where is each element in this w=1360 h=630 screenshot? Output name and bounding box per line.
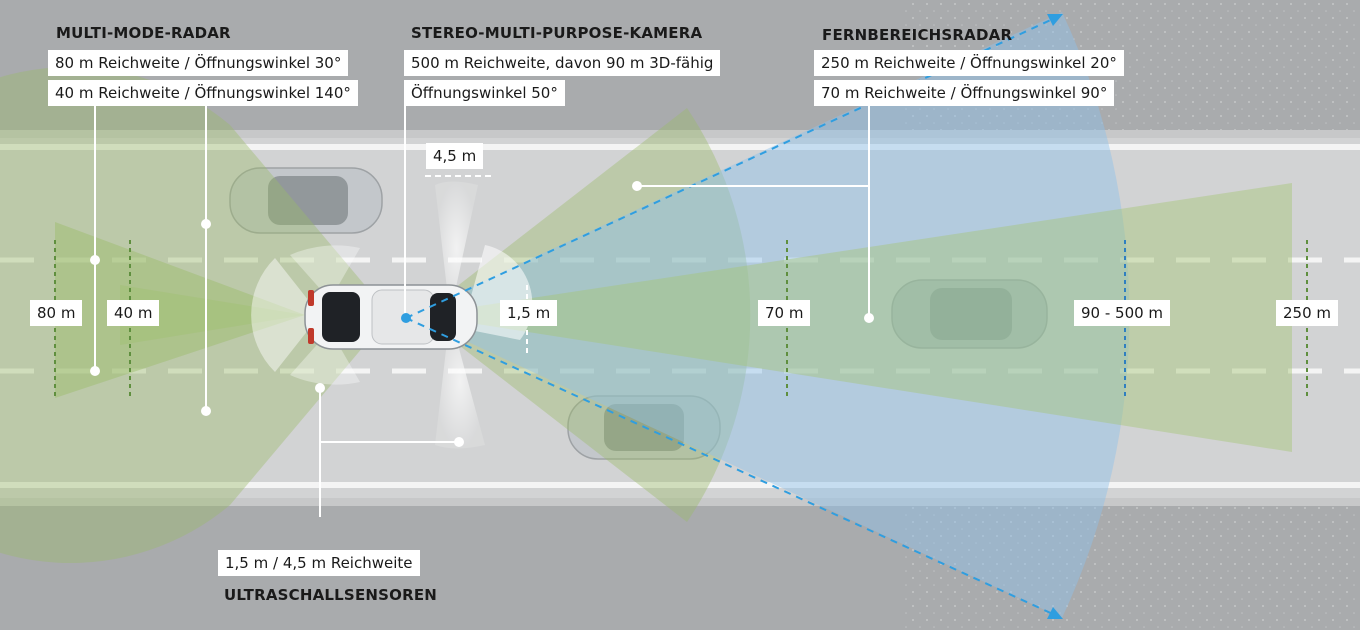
- leader-lines: [94, 103, 870, 517]
- multi-mode-radar-title: MULTI-MODE-RADAR: [56, 24, 231, 42]
- road-outer-bottom: [0, 498, 1360, 506]
- long-range-radar-line-1: 250 m Reichweite / Öffnungswinkel 20°: [814, 50, 1124, 76]
- front-radar-70m-sector: [420, 108, 751, 522]
- stereo-camera-line-2: Öffnungswinkel 50°: [404, 80, 565, 106]
- camera-arrowhead-lower: [1047, 607, 1063, 619]
- distance-label-1-5m: 1,5 m: [500, 300, 558, 326]
- stereo-camera-title: STEREO-MULTI-PURPOSE-KAMERA: [411, 24, 703, 42]
- ultrasonic-rear: [251, 258, 320, 372]
- distance-label-90-500m: 90 - 500 m: [1074, 300, 1171, 326]
- camera-arrow-upper: [405, 17, 1056, 319]
- multi-mode-radar-line-1: 80 m Reichweite / Öffnungswinkel 30°: [48, 50, 349, 76]
- distance-label-250m: 250 m: [1276, 300, 1339, 326]
- camera-arrow-lower: [405, 317, 1056, 616]
- ego-car: [304, 284, 478, 350]
- car-top-left: [229, 167, 383, 234]
- long-range-radar-line-2: 70 m Reichweite / Öffnungswinkel 90°: [814, 80, 1115, 106]
- long-range-radar-250m-beam: [420, 183, 1292, 452]
- distance-label-40m: 40 m: [107, 300, 160, 326]
- multi-mode-radar-140-sector: [0, 67, 390, 563]
- stereo-camera-line-1: 500 m Reichweite, davon 90 m 3D-fähig: [404, 50, 721, 76]
- ultrasonic-rear-top: [290, 245, 360, 300]
- multi-mode-radar-line-2: 40 m Reichweite / Öffnungswinkel 140°: [48, 80, 358, 106]
- camera-sensor-dot: [401, 313, 411, 323]
- rear-radar-40m-beam: [120, 285, 305, 345]
- ultrasonic-rear-bottom: [290, 330, 360, 385]
- edge-line-top: [0, 144, 1360, 150]
- car-ahead: [891, 279, 1048, 349]
- road-outer-top: [0, 130, 1360, 138]
- ultrasonic-front-left: [435, 181, 478, 315]
- long-range-radar-title: FERNBEREICHSRADAR: [822, 26, 1013, 44]
- distance-label-80m: 80 m: [30, 300, 83, 326]
- rear-radar-80m-beam: [55, 222, 305, 398]
- leader-dots: [90, 181, 874, 447]
- distance-label-4-5m: 4,5 m: [426, 143, 484, 169]
- shoulder-texture-bottom: [900, 505, 1360, 630]
- edge-line-bottom: [0, 482, 1360, 488]
- camera-arrowhead-upper: [1047, 14, 1063, 26]
- ultrasonic-title: ULTRASCHALLSENSOREN: [224, 586, 438, 604]
- distance-label-70m: 70 m: [758, 300, 811, 326]
- ultrasonic-line-1: 1,5 m / 4,5 m Reichweite: [218, 550, 420, 576]
